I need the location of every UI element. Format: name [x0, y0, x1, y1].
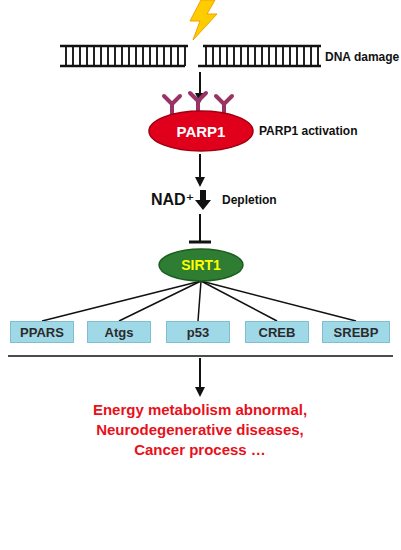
- node-text: p53: [187, 325, 209, 340]
- protein-ellipse: PARP1: [148, 110, 254, 152]
- target-box: PPARS: [10, 321, 74, 343]
- node-text: Atgs: [105, 325, 134, 340]
- node-text: SREBP: [334, 325, 379, 340]
- fan-out-line: [42, 281, 201, 321]
- decrease-arrow: [195, 190, 211, 210]
- flow-arrow: [199, 72, 201, 98]
- target-box: CREB: [245, 321, 309, 343]
- fan-out-line: [198, 281, 201, 321]
- inhibition-line: [189, 214, 211, 242]
- target-box: SREBP: [322, 321, 390, 343]
- flow-arrow: [199, 358, 201, 392]
- node-text: CREB: [259, 325, 296, 340]
- dna-strand: [60, 46, 188, 66]
- target-box: Atgs: [87, 321, 151, 343]
- dna-strand: [198, 46, 321, 66]
- lightning-bolt: [190, 0, 217, 40]
- node-text: SIRT1: [181, 257, 221, 273]
- stage-label: DNA damage: [325, 50, 399, 64]
- flow-arrow: [199, 154, 201, 182]
- target-box: p53: [166, 321, 230, 343]
- node-text: PARP1: [177, 123, 226, 140]
- stage-label: Depletion: [222, 193, 277, 207]
- fan-out-line: [119, 281, 201, 321]
- molecule-label: NAD⁺: [151, 190, 194, 209]
- protein-ellipse: SIRT1: [158, 248, 244, 282]
- fan-out-line: [201, 281, 356, 321]
- stage-label: PARP1 activation: [259, 124, 357, 138]
- grouping-line: [8, 355, 393, 357]
- outcome-text: Energy metabolism abnormal, Neurodegener…: [80, 400, 320, 460]
- node-text: PPARS: [20, 325, 64, 340]
- fan-out-line: [201, 281, 277, 321]
